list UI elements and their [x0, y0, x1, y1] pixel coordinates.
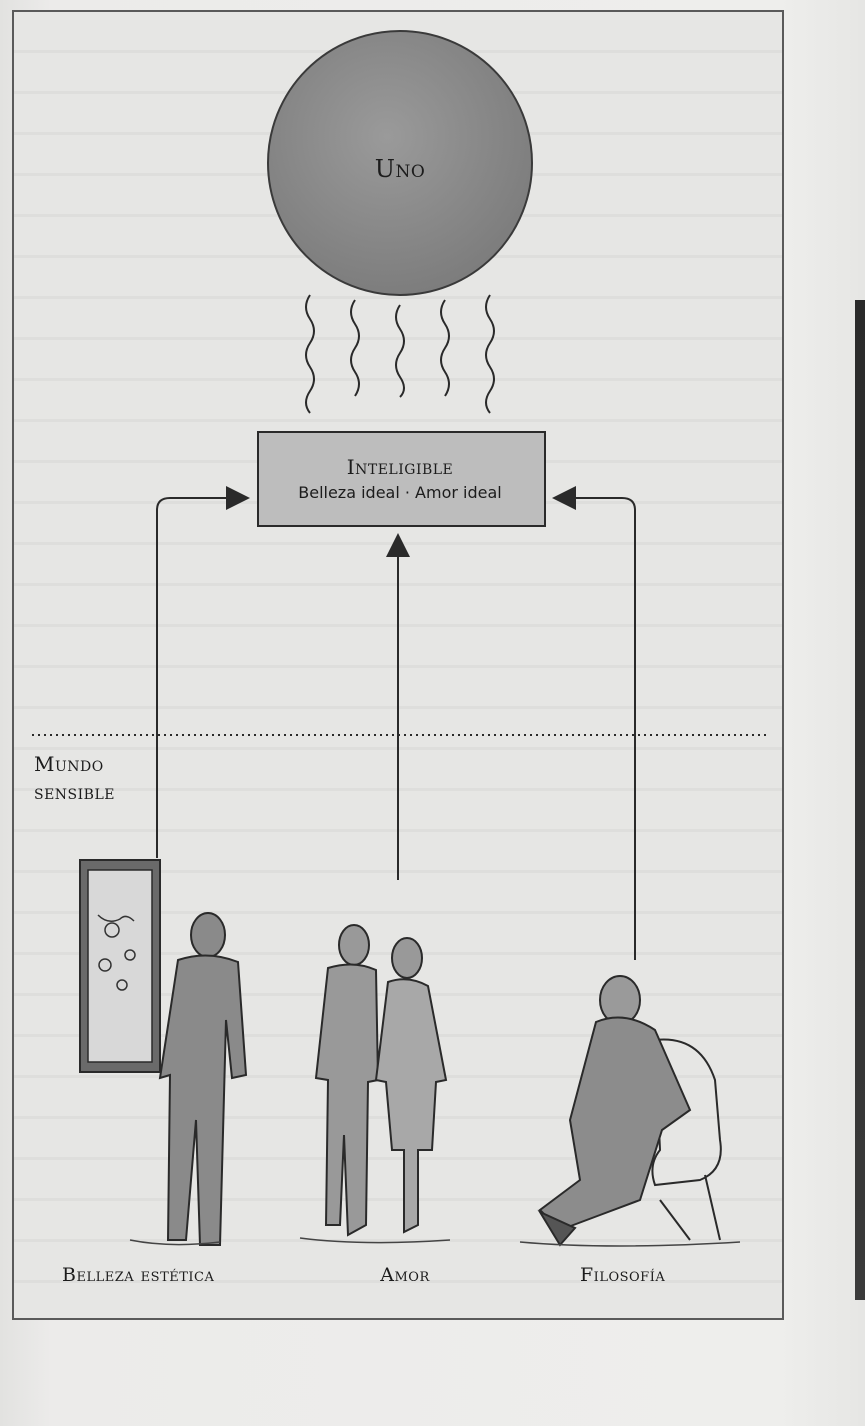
uno-sphere [267, 30, 533, 296]
intelligible-box [257, 431, 546, 527]
emanation-lines [305, 294, 495, 414]
aesthetic-beauty-label: Belleza estética [62, 1264, 215, 1286]
sensible-world-line2: sensible [34, 780, 115, 804]
arrow-right [552, 486, 636, 960]
intelligible-subtitle: Belleza ideal · Amor ideal [298, 483, 502, 502]
sensible-world-label: Mundo sensible [34, 750, 184, 806]
uno-label: Uno [374, 155, 426, 183]
painting-illustration [79, 859, 161, 1073]
love-label: Amor [380, 1264, 430, 1286]
sensible-world-line1: Mundo [34, 752, 104, 776]
page-edge-shadow [855, 300, 865, 1300]
arrow-left [156, 486, 250, 858]
philosophy-label: Filosofía [580, 1264, 666, 1286]
couple-figures [314, 924, 448, 1237]
ground-marks [129, 1237, 741, 1247]
philosopher-figure [537, 975, 722, 1247]
viewer-figure [158, 912, 248, 1246]
intelligible-title: Inteligible [346, 455, 454, 479]
